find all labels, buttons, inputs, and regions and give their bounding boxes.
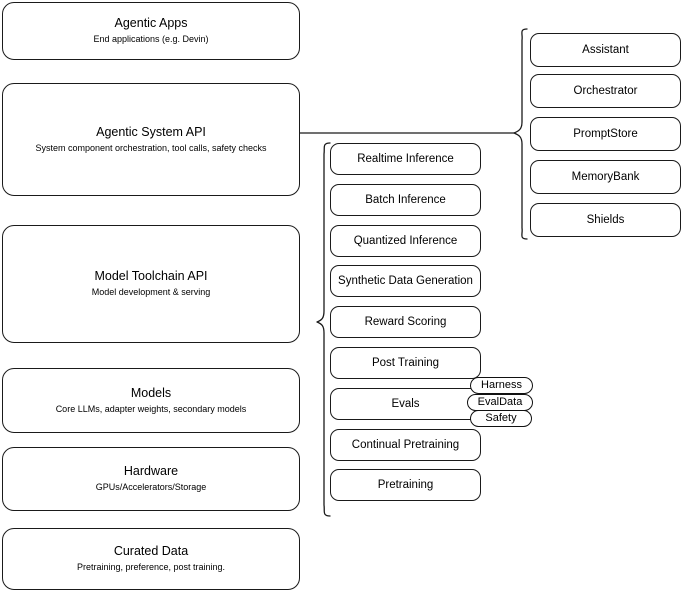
node-label: Synthetic Data Generation: [338, 275, 473, 287]
layer-title: Agentic System API: [96, 124, 206, 139]
pill-label: Safety: [485, 412, 517, 424]
layer-subtitle: System component orchestration, tool cal…: [35, 142, 267, 153]
toolchain-pretraining[interactable]: Pretraining: [330, 469, 481, 501]
layer-subtitle: Core LLMs, adapter weights, secondary mo…: [55, 403, 247, 414]
layer-curated-data[interactable]: Curated Data Pretraining, preference, po…: [2, 528, 300, 590]
node-label: Post Training: [371, 357, 440, 369]
layer-models[interactable]: Models Core LLMs, adapter weights, secon…: [2, 368, 300, 433]
node-label: Quantized Inference: [353, 235, 458, 247]
system-component-shields[interactable]: Shields: [530, 203, 681, 237]
node-label: Shields: [586, 214, 625, 226]
layer-title: Curated Data: [113, 544, 189, 558]
layer-title: Model Toolchain API: [94, 269, 208, 283]
pill-label: Harness: [481, 379, 522, 391]
system-component-orchestrator[interactable]: Orchestrator: [530, 74, 681, 108]
toolchain-batch-inference[interactable]: Batch Inference: [330, 184, 481, 216]
evals-subcomponent-harness[interactable]: Harness: [470, 377, 533, 394]
node-label: Evals: [391, 398, 420, 410]
toolchain-reward-scoring[interactable]: Reward Scoring: [330, 306, 481, 338]
node-label: Pretraining: [377, 479, 434, 491]
layer-title: Hardware: [123, 464, 179, 478]
system-component-promptstore[interactable]: PromptStore: [530, 117, 681, 151]
system-component-assistant[interactable]: Assistant: [530, 33, 681, 67]
layer-agentic-system-api[interactable]: Agentic System API System component orch…: [2, 83, 300, 196]
layer-title: Models: [130, 385, 172, 400]
node-label: MemoryBank: [571, 171, 640, 183]
evals-subcomponent-evaldata[interactable]: EvalData: [467, 394, 533, 411]
pill-label: EvalData: [477, 396, 523, 408]
node-label: Reward Scoring: [364, 316, 447, 328]
layer-model-toolchain-api[interactable]: Model Toolchain API Model development & …: [2, 225, 300, 343]
layer-subtitle: Pretraining, preference, post training.: [76, 562, 226, 572]
toolchain-quantized-inference[interactable]: Quantized Inference: [330, 225, 481, 257]
layer-subtitle: End applications (e.g. Devin): [93, 34, 209, 44]
node-label: Batch Inference: [365, 194, 446, 206]
layer-subtitle: Model development & serving: [91, 287, 211, 297]
toolchain-evals[interactable]: Evals: [330, 388, 481, 420]
toolchain-post-training[interactable]: Post Training: [330, 347, 481, 379]
right-brace: [513, 28, 528, 240]
node-label: Continual Pretraining: [351, 439, 460, 451]
node-label: Assistant: [582, 44, 629, 56]
evals-subcomponent-safety[interactable]: Safety: [470, 410, 532, 427]
toolchain-synthetic-data-generation[interactable]: Synthetic Data Generation: [330, 265, 481, 297]
layer-title: Agentic Apps: [114, 16, 188, 30]
system-component-memorybank[interactable]: MemoryBank: [530, 160, 681, 194]
node-label: Orchestrator: [573, 85, 638, 97]
node-label: Realtime Inference: [357, 153, 454, 165]
toolchain-continual-pretraining[interactable]: Continual Pretraining: [330, 429, 481, 461]
toolchain-realtime-inference[interactable]: Realtime Inference: [330, 143, 481, 175]
layer-subtitle: GPUs/Accelerators/Storage: [95, 482, 207, 492]
middle-brace: [316, 142, 331, 517]
layer-hardware[interactable]: Hardware GPUs/Accelerators/Storage: [2, 447, 300, 511]
node-label: PromptStore: [573, 128, 638, 140]
layer-agentic-apps[interactable]: Agentic Apps End applications (e.g. Devi…: [2, 2, 300, 60]
